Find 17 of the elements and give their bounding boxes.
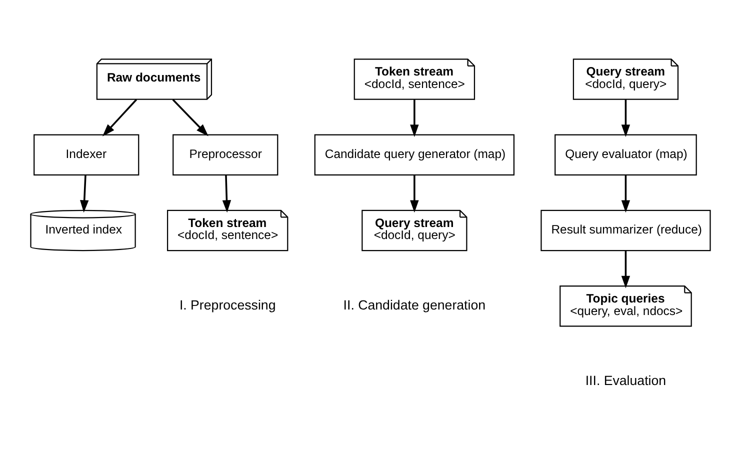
node-box: Candidate query generator (map) bbox=[314, 134, 514, 175]
arrow bbox=[172, 98, 208, 136]
node-box: Result summarizer (reduce) bbox=[540, 209, 711, 251]
node-box: Preprocessor bbox=[172, 134, 278, 175]
arrow bbox=[410, 99, 419, 137]
label: III. Evaluation bbox=[585, 372, 666, 388]
arrow bbox=[410, 174, 419, 212]
arrow bbox=[80, 174, 89, 212]
arrow bbox=[222, 174, 232, 212]
node-box: Query evaluator (map) bbox=[554, 134, 697, 175]
label: I. Preprocessing bbox=[179, 297, 276, 312]
arrow bbox=[621, 99, 630, 137]
label: II. Candidate generation bbox=[343, 297, 486, 312]
arrow bbox=[621, 250, 630, 288]
node-box: Indexer bbox=[34, 134, 140, 175]
arrow bbox=[102, 98, 138, 136]
arrow bbox=[621, 174, 630, 212]
